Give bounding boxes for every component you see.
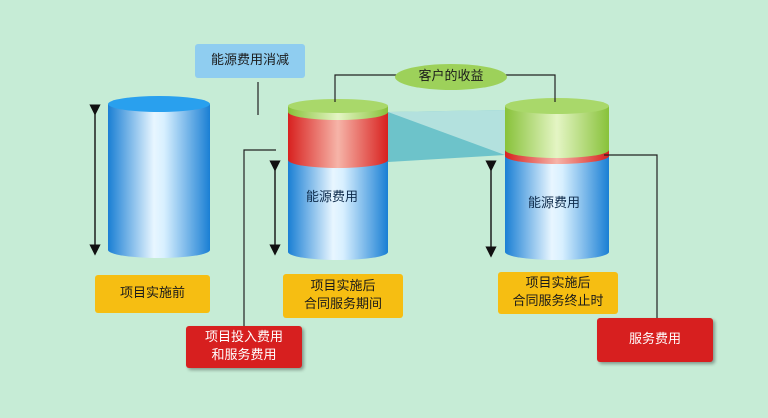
cylinder-during — [288, 99, 388, 260]
energy-cost-middle-label: 能源费用 — [306, 190, 359, 205]
connector-lines — [243, 74, 658, 330]
energy-cost-reduction-label: 能源费用消减 — [195, 44, 305, 78]
energy-cost-right-label: 能源费用 — [528, 196, 581, 211]
service-fee-label: 服务费用 — [597, 318, 713, 362]
cylinder-after — [505, 98, 609, 260]
investment-service-fee-label: 项目投入费用 和服务费用 — [186, 326, 302, 368]
before-project-label: 项目实施前 — [95, 275, 210, 313]
after-contract-label: 项目实施后 合同服务终止时 — [498, 272, 618, 314]
during-contract-label: 项目实施后 合同服务期间 — [283, 274, 403, 318]
customer-benefit-label: 客户的收益 — [395, 64, 507, 90]
cylinder-before — [108, 96, 210, 258]
height-arrows — [89, 104, 497, 258]
